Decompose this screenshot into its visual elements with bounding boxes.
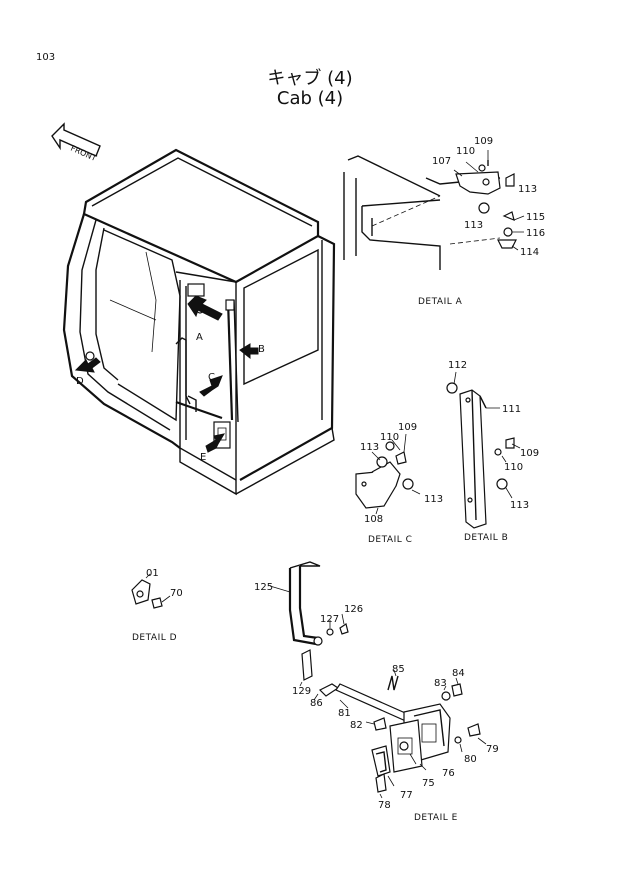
callout-a-letter: A: [196, 332, 203, 343]
page-number: 103: [36, 52, 56, 63]
part-number-112: 112: [448, 360, 467, 371]
part-number-110a: 110: [456, 146, 475, 157]
part-number-78: 78: [378, 800, 391, 811]
part-number-01: 01: [146, 568, 159, 579]
callout-b-letter: B: [258, 344, 265, 355]
part-number-85: 85: [392, 664, 405, 675]
part-number-109a: 109: [474, 136, 493, 147]
detail-b: 112 111 109 110 113 DETAIL B: [446, 360, 539, 543]
part-number-125: 125: [254, 582, 273, 593]
callout-c-letter: C: [208, 372, 215, 383]
detail-e-label: DETAIL E: [414, 813, 458, 823]
callout-d-letter: D: [76, 376, 84, 387]
part-number-113c: 113: [510, 500, 529, 511]
detail-d: 01 70 DETAIL D: [131, 568, 183, 643]
part-number-116: 116: [526, 228, 545, 239]
callout-e-letter: E: [200, 452, 206, 463]
part-number-110c: 110: [380, 432, 399, 443]
front-arrow: FRONT: [51, 122, 101, 163]
part-number-114: 114: [520, 247, 539, 258]
part-number-81: 81: [338, 708, 351, 719]
callout-e: E: [200, 433, 226, 463]
part-number-108: 108: [364, 514, 383, 525]
callout-a: A: [187, 295, 223, 343]
callout-b: B: [239, 343, 265, 360]
part-number-113b: 113: [464, 220, 483, 231]
part-number-84: 84: [452, 668, 465, 679]
part-number-80: 80: [464, 754, 477, 765]
callout-c: C: [199, 372, 223, 397]
part-number-77: 77: [400, 790, 413, 801]
part-number-113d: 113: [360, 442, 379, 453]
part-number-129: 129: [292, 686, 311, 697]
front-label: FRONT: [69, 144, 98, 163]
part-number-113e: 113: [424, 494, 443, 505]
part-number-76: 76: [442, 768, 455, 779]
part-number-111: 111: [502, 404, 521, 415]
detail-a-label: DETAIL A: [418, 297, 463, 307]
detail-e: 125 126 127 129 86 81 85 82 83 84 79 80 …: [254, 561, 499, 823]
page-title-english: Cab (4): [276, 88, 344, 109]
detail-c-label: DETAIL C: [368, 535, 412, 545]
part-number-82: 82: [350, 720, 363, 731]
detail-a: 109 110 107 113 113 115 116 114 DETAIL A: [343, 136, 545, 307]
part-number-113a: 113: [518, 184, 537, 195]
part-number-126: 126: [344, 604, 363, 615]
part-number-79: 79: [486, 744, 499, 755]
callout-d: D: [74, 357, 101, 387]
part-number-75: 75: [422, 778, 435, 789]
part-number-83: 83: [434, 678, 447, 689]
part-number-86: 86: [310, 698, 323, 709]
part-number-127: 127: [320, 614, 339, 625]
detail-b-label: DETAIL B: [464, 533, 508, 543]
page-title-japanese: キャブ (4): [267, 68, 353, 89]
detail-c: 109 110 113 113 108 DETAIL C: [355, 422, 443, 545]
detail-d-label: DETAIL D: [132, 633, 177, 643]
part-number-109c: 109: [398, 422, 417, 433]
cab-body: [62, 148, 336, 496]
part-number-110b: 110: [504, 462, 523, 473]
part-number-109b: 109: [520, 448, 539, 459]
part-number-115: 115: [526, 212, 545, 223]
part-number-107: 107: [432, 156, 451, 167]
part-number-70: 70: [170, 588, 183, 599]
